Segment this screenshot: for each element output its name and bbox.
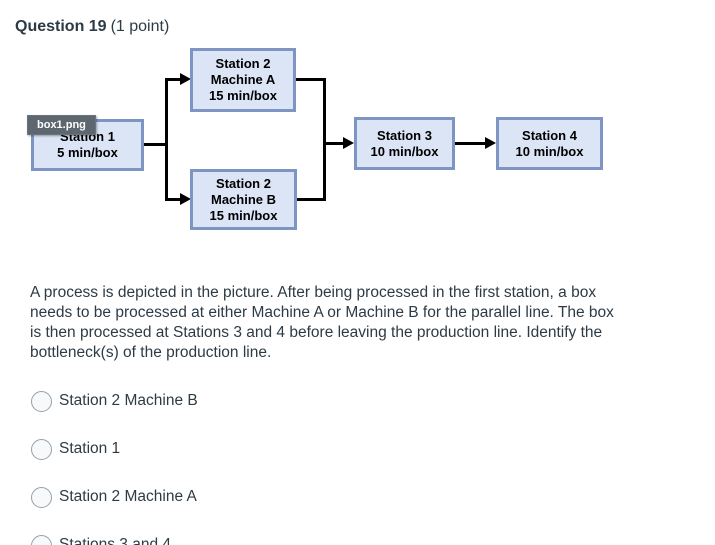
node-text-line: 10 min/box xyxy=(370,143,439,159)
question-text-line: A process is depicted in the picture. Af… xyxy=(30,284,597,301)
radio-button[interactable] xyxy=(31,486,52,508)
image-filename-tooltip: box1.png xyxy=(27,115,96,135)
connector-line xyxy=(455,142,486,145)
question-text-line: needs to be processed at either Machine … xyxy=(30,304,614,321)
diagram-node-station4: Station 4 10 min/box xyxy=(496,117,603,170)
radio-button[interactable] xyxy=(31,438,52,460)
node-text-line: 5 min/box xyxy=(57,145,118,160)
node-text-line: Station 2 xyxy=(216,175,271,191)
answer-option[interactable]: Station 1 xyxy=(31,438,120,460)
diagram-node-station3: Station 3 10 min/box xyxy=(354,117,455,170)
connector-line xyxy=(294,198,326,201)
arrowhead-right-icon xyxy=(485,137,496,149)
connector-line xyxy=(165,198,181,201)
radio-button[interactable] xyxy=(31,534,52,545)
question-text-line: is then processed at Stations 3 and 4 be… xyxy=(30,324,603,341)
answer-option-label[interactable]: Station 2 Machine A xyxy=(59,488,197,505)
connector-line xyxy=(141,143,168,146)
connector-line xyxy=(323,142,344,145)
node-text-line: 10 min/box xyxy=(515,143,584,159)
question-title: Question 19 xyxy=(15,18,107,35)
answer-option[interactable]: Station 2 Machine B xyxy=(31,390,198,412)
connector-line xyxy=(293,78,326,81)
node-text-line: 15 min/box xyxy=(209,88,277,103)
arrowhead-right-icon xyxy=(343,137,354,149)
node-text-line: Station 4 xyxy=(522,127,577,143)
process-flow-diagram: Station 1 5 min/box Station 2 Machine A … xyxy=(0,0,715,250)
question-text: A process is depicted in the picture. Af… xyxy=(30,283,670,363)
answer-option-label[interactable]: Station 1 xyxy=(59,440,121,457)
node-text-line: Machine A xyxy=(210,72,276,87)
node-text-line: 15 min/box xyxy=(209,207,278,223)
question-header: Question 19(1 point) xyxy=(15,18,169,36)
connector-line xyxy=(165,78,168,201)
arrowhead-right-icon xyxy=(180,193,191,205)
node-text-line: Station 2 xyxy=(215,56,271,71)
connector-line xyxy=(323,78,326,201)
answer-option-label[interactable]: Stations 3 and 4 xyxy=(59,536,172,545)
node-text-line: Machine B xyxy=(210,191,276,207)
answer-option[interactable]: Station 2 Machine A xyxy=(31,486,197,508)
radio-button[interactable] xyxy=(31,390,52,412)
question-text-line: bottleneck(s) of the production line. xyxy=(30,344,272,361)
question-points: (1 point) xyxy=(110,18,170,35)
node-text-line: Station 3 xyxy=(377,127,432,143)
answer-option[interactable]: Stations 3 and 4 xyxy=(31,534,171,545)
diagram-node-station2-machine-b: Station 2 Machine B 15 min/box xyxy=(190,169,297,230)
connector-line xyxy=(165,78,181,81)
arrowhead-right-icon xyxy=(180,73,191,85)
diagram-node-station2-machine-a: Station 2 Machine A 15 min/box xyxy=(190,48,296,112)
answer-option-label[interactable]: Station 2 Machine B xyxy=(59,392,198,409)
